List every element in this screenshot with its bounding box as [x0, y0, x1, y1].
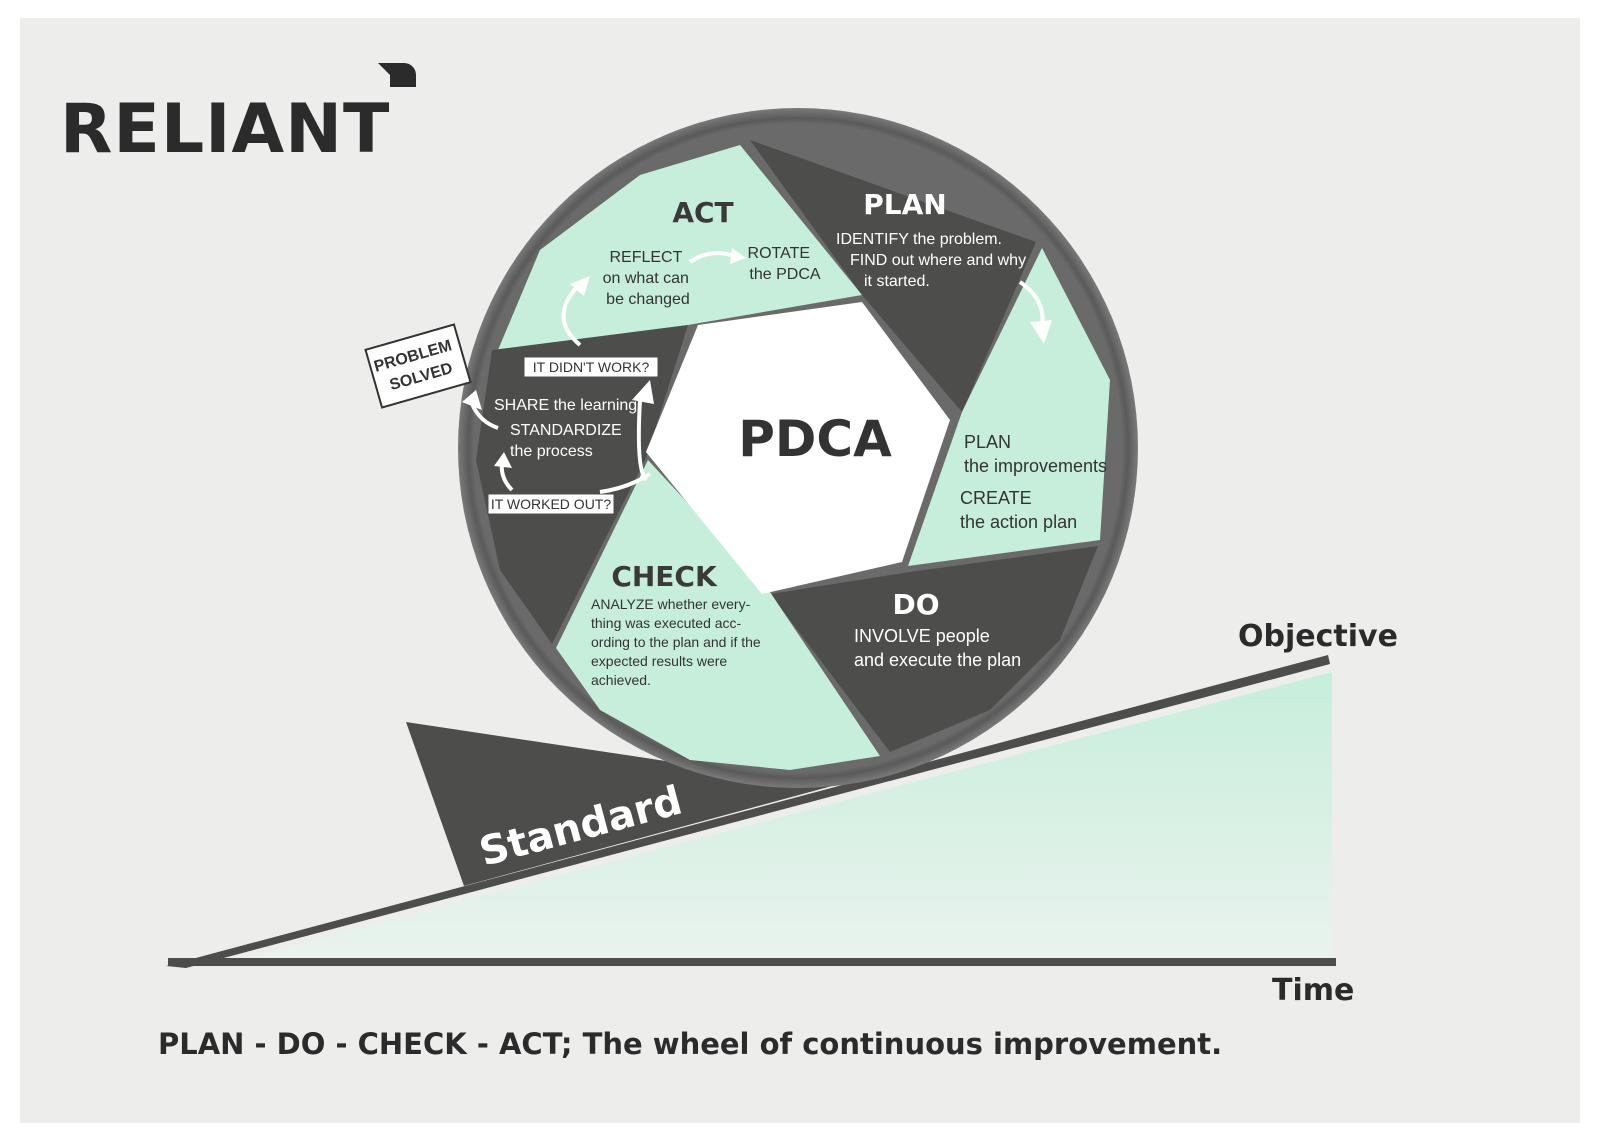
- worked-out-arrow: [599, 472, 652, 494]
- act-decision-segment: [476, 325, 688, 644]
- objective-label: Objective: [1238, 619, 1398, 654]
- time-label: Time: [1272, 973, 1354, 1008]
- didnt-work-label: IT DIDN'T WORK?: [533, 359, 650, 375]
- caption: PLAN - DO - CHECK - ACT; The wheel of co…: [158, 1027, 1222, 1061]
- plan-text: IDENTIFY the problem. FIND out where and…: [836, 231, 1031, 290]
- reliant-logo: RELIANT: [60, 63, 416, 169]
- act-reflect-arrow: [561, 284, 582, 347]
- didnt-work-arrowhead-icon: [632, 380, 654, 404]
- standardize-arrowhead-icon: [494, 452, 512, 468]
- act-segment: [498, 145, 862, 350]
- share-arrow: [470, 403, 499, 430]
- problem-solved-stamp: PROBLEM SOLVED: [364, 323, 472, 409]
- check-segment: [556, 460, 880, 770]
- act-reflect-text: REFLECT on what can be changed: [603, 249, 694, 308]
- plan-detail-text: PLAN the improvements CREATE the action …: [960, 432, 1112, 532]
- logo-mark-icon: [378, 63, 416, 87]
- act-rotate-arrowhead-icon: [730, 248, 746, 264]
- standardize-text: STANDARDIZE the process: [510, 422, 626, 460]
- plan-segment: [750, 140, 1036, 412]
- do-text: INVOLVE people and execute the plan: [854, 626, 1021, 670]
- worked-out-label: IT WORKED OUT?: [491, 496, 612, 512]
- time-axis: [168, 958, 1336, 966]
- do-title: DO: [892, 588, 939, 621]
- improvement-area: [230, 672, 1332, 962]
- share-learning-text: SHARE the learning: [494, 397, 637, 414]
- improvement-slope: [166, 655, 1330, 968]
- act-title: ACT: [672, 196, 733, 229]
- standard-wedge: [406, 722, 832, 886]
- check-text: ANALYZE whether every- thing was execute…: [591, 596, 765, 688]
- pdca-center-label: PDCA: [738, 410, 892, 468]
- plan-detail-segment: [908, 248, 1110, 566]
- do-segment: [770, 546, 1098, 752]
- worked-out-box: [487, 493, 615, 515]
- plan-arrowhead-icon: [1030, 320, 1052, 344]
- center-hexagon: [646, 302, 950, 594]
- plan-title: PLAN: [863, 188, 946, 221]
- logo-text: RELIANT: [60, 90, 390, 169]
- act-rotate-arrow: [688, 251, 736, 264]
- act-rotate-text: ROTATE the PDCA: [748, 245, 821, 283]
- act-reflect-arrowhead-icon: [570, 276, 590, 296]
- pdca-wheel: PDCA ACT REFLECT on what can be changed …: [458, 108, 1138, 788]
- check-title: CHECK: [611, 560, 718, 593]
- didnt-work-box: [523, 356, 659, 378]
- share-arrowhead-icon: [462, 390, 482, 410]
